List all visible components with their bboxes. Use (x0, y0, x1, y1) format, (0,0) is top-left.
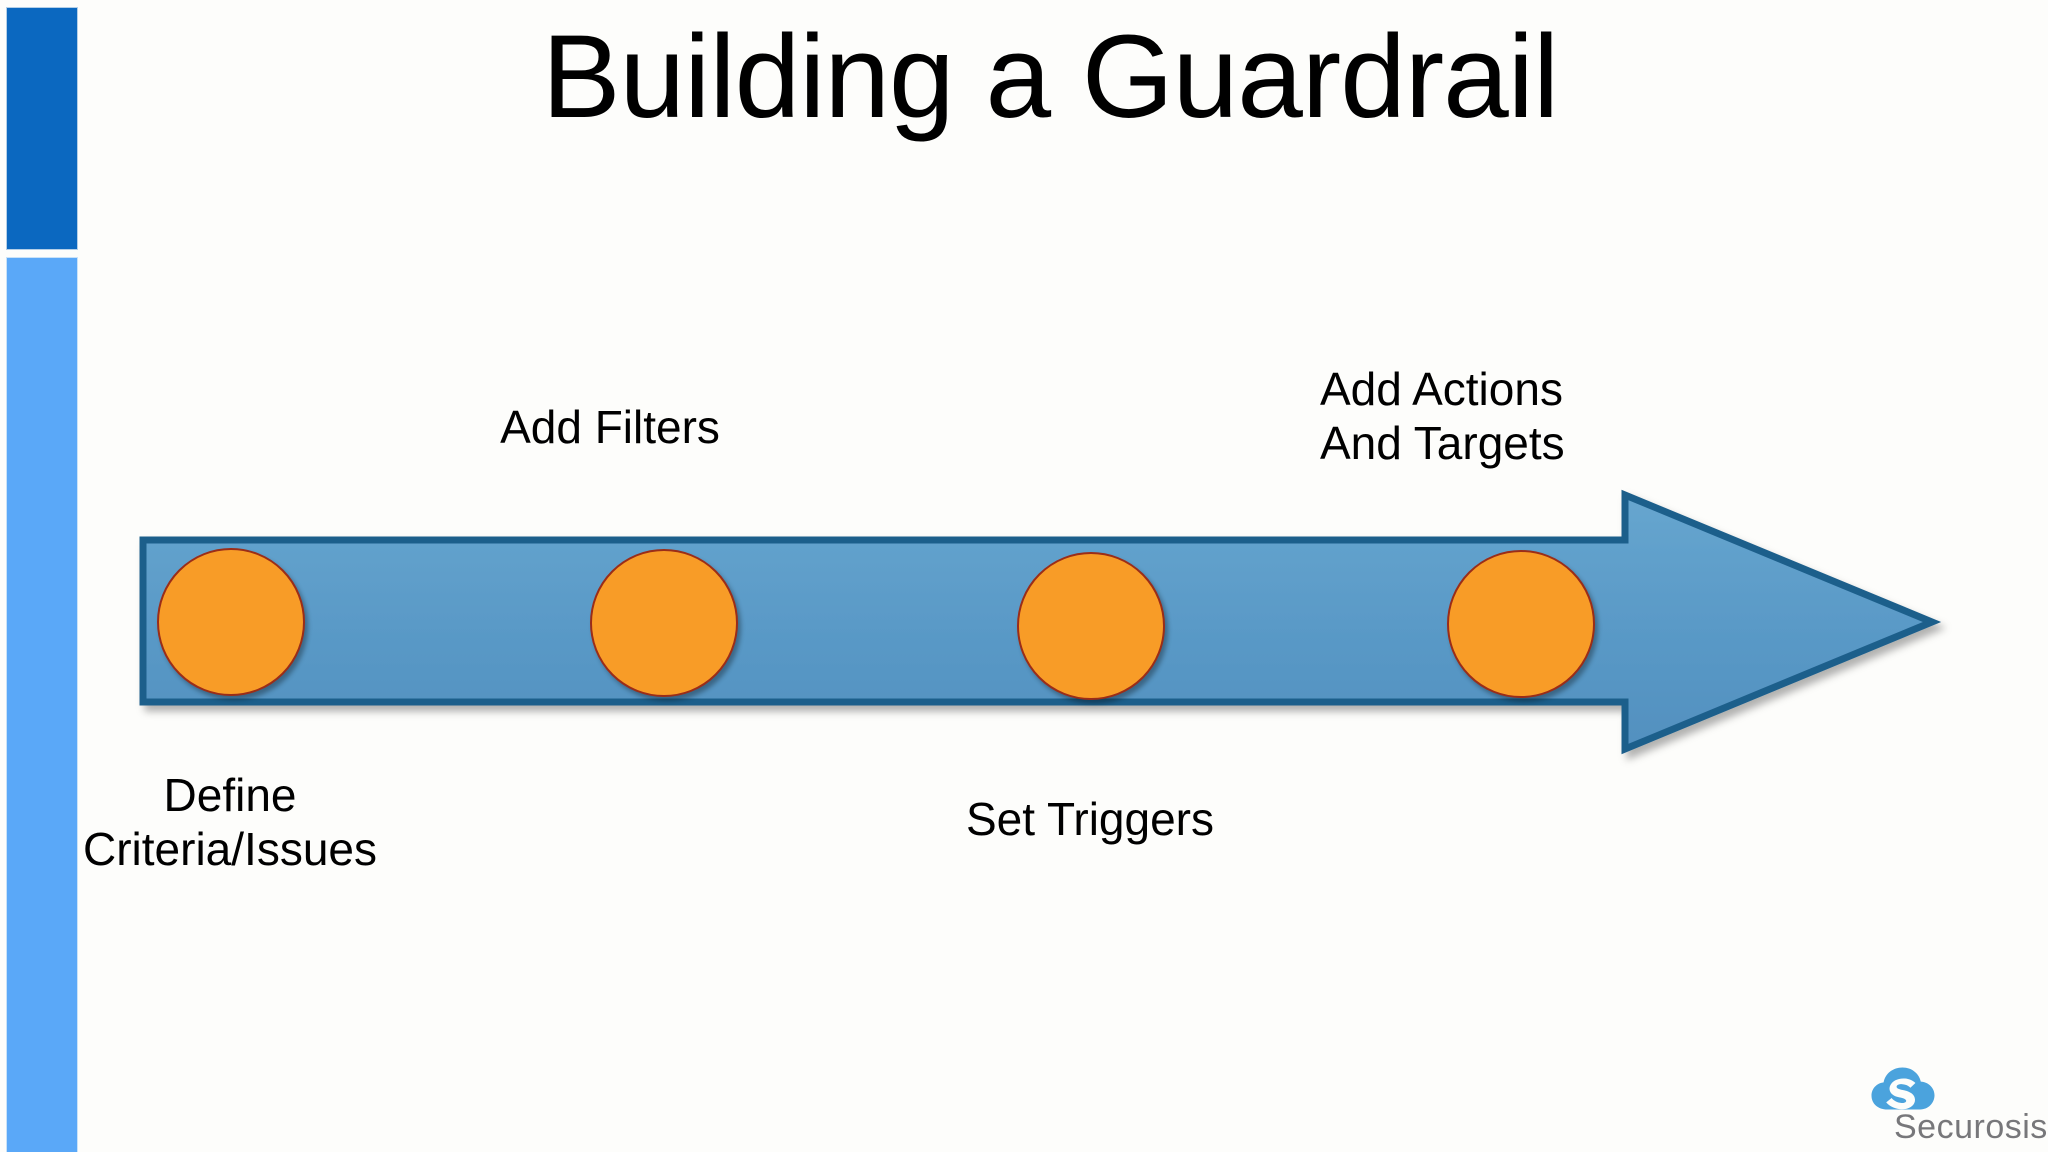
milestone-circle-filters[interactable] (590, 549, 738, 697)
page-title: Building a Guardrail (541, 11, 1559, 143)
step-label-filters: Add Filters (500, 401, 720, 453)
milestone-circle-define[interactable] (157, 548, 305, 696)
logo-wordmark: Securosis (1894, 1108, 2048, 1146)
step-label-triggers: Set Triggers (966, 793, 1214, 845)
milestone-circle-actions[interactable] (1447, 550, 1595, 698)
process-arrow-diagram (120, 470, 1960, 770)
accent-bar-bottom (7, 258, 77, 1152)
milestone-circle-triggers[interactable] (1017, 552, 1165, 700)
cloud-s-icon (1871, 1067, 1935, 1110)
step-label-actions: Add Actions And Targets (1320, 363, 1565, 470)
accent-bar-top (7, 8, 77, 249)
securosis-logo: Securosis (1870, 1066, 2047, 1146)
step-label-define: Define Criteria/Issues (83, 769, 377, 876)
